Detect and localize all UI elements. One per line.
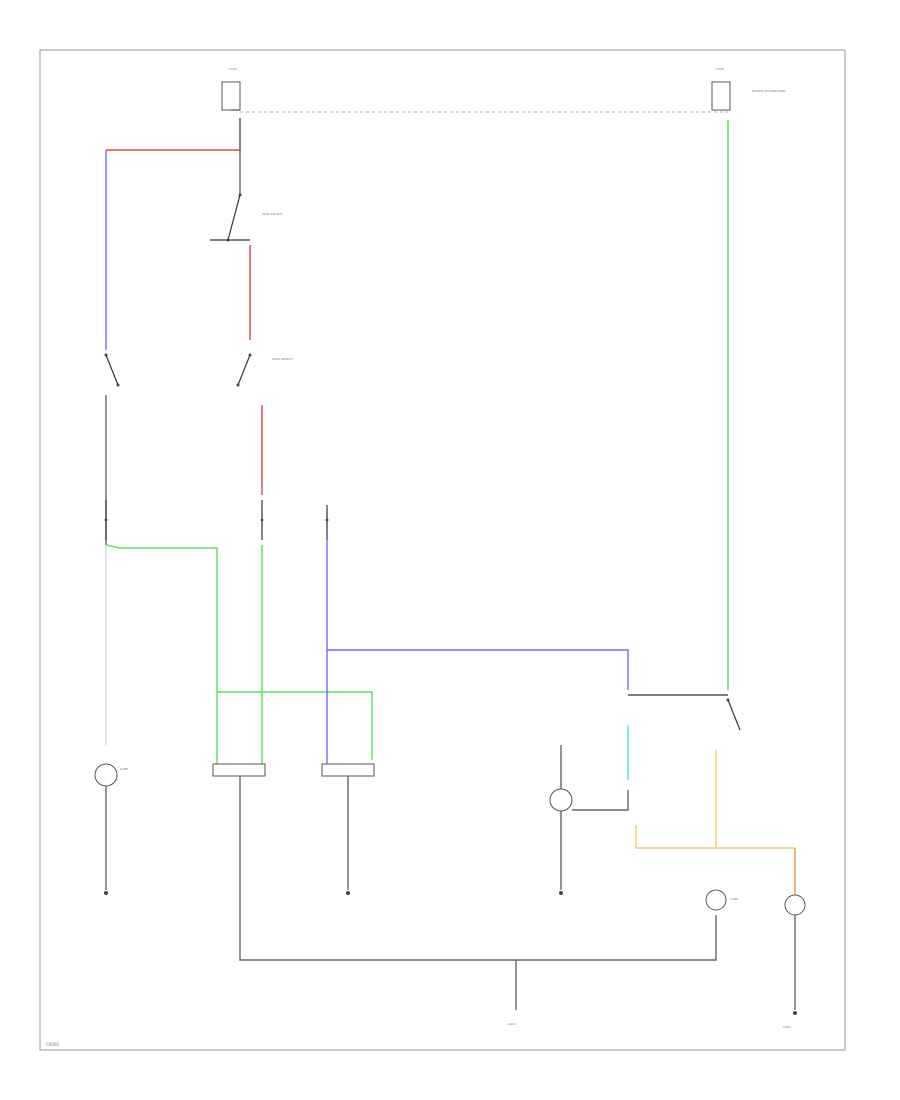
rt-lamp-a: LAMP [705, 889, 738, 911]
wire-blue-right [326, 540, 629, 690]
left-switch [104, 353, 120, 387]
diagram-frame [39, 49, 846, 1051]
top-right-fuse: FUSE POWER DISTRIBUTION [711, 67, 786, 111]
top-left-fuse: FUSE [221, 67, 241, 111]
corner-stamp: C0000 [46, 1042, 59, 1047]
top-left-fuse-label: FUSE [229, 67, 237, 71]
left-lamp: LAMP [94, 763, 128, 787]
park-switch: PARK SWITCH [210, 193, 282, 242]
rt-lamp-label: LAMP [730, 897, 738, 901]
center-ground-point [346, 891, 350, 895]
left-lamp-label: LAMP [120, 767, 128, 771]
wire-green-bus [217, 691, 373, 760]
right-ground-label: G301 [783, 1025, 791, 1029]
mid-connector-left [104, 500, 108, 540]
right-switch [628, 694, 741, 731]
bottom-ground-label: G201 [508, 1022, 516, 1026]
top-right-fuse-label: FUSE [716, 67, 724, 71]
wire-red-top [106, 118, 241, 151]
center-lamp [549, 745, 573, 895]
stop-switch: STOP SWITCH [236, 353, 293, 387]
wire-bottom-bus [239, 776, 717, 961]
wire-green-left [105, 544, 218, 690]
rt-lamp-b: G301 [783, 894, 806, 1029]
mid-connector-center [260, 500, 264, 540]
wire-lamp-switch [572, 790, 629, 811]
park-switch-label: PARK SWITCH [262, 212, 282, 216]
left-ground-point [104, 891, 108, 895]
power-distribution-label: POWER DISTRIBUTION [752, 89, 786, 93]
wire-yellow-left [635, 825, 716, 849]
lower-connector-right [321, 763, 375, 777]
stop-switch-label: STOP SWITCH [272, 357, 293, 361]
wire-yellow-right [715, 750, 795, 849]
mid-connector-right [325, 505, 329, 540]
lower-connector-left [212, 763, 266, 777]
